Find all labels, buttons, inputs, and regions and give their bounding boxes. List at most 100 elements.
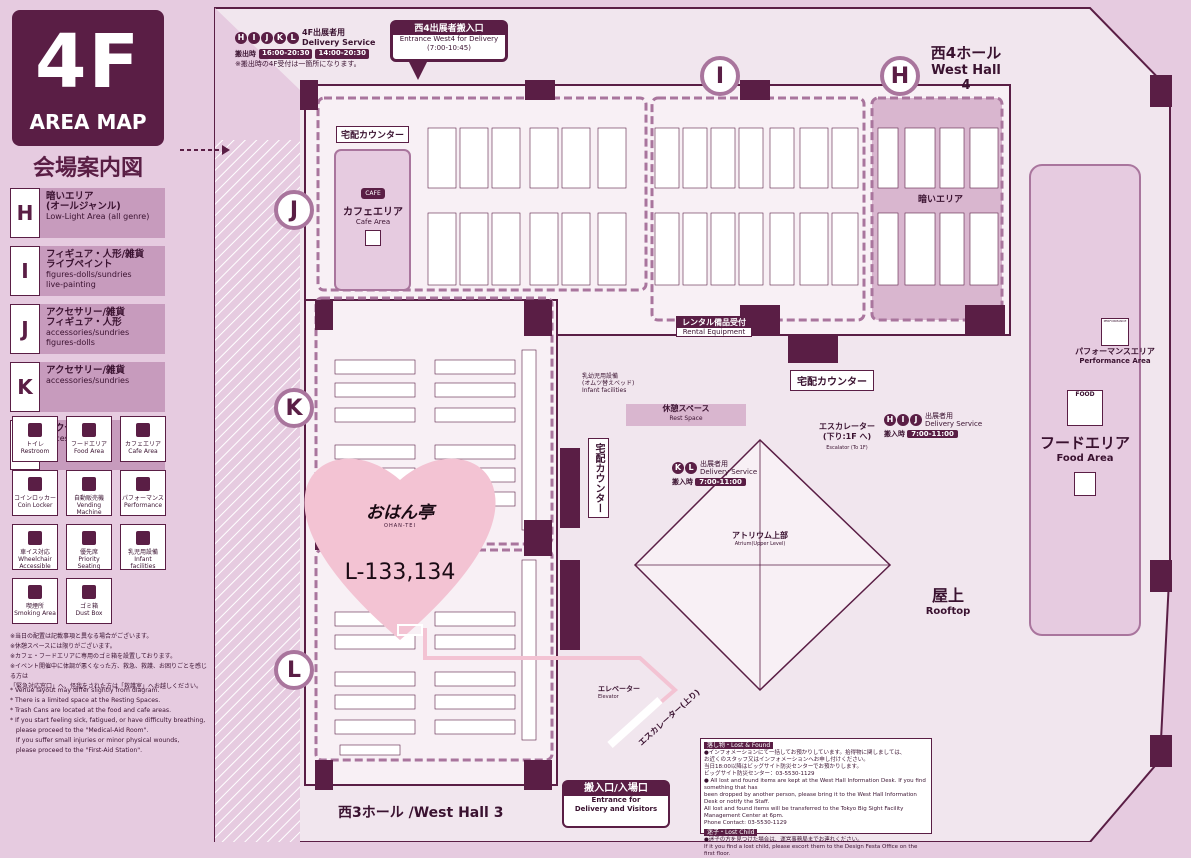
- icon-legend-en: Priority Seating: [77, 556, 101, 570]
- booth-logo[interactable]: おはん亭 OHAN-TEI: [345, 498, 455, 529]
- infant-en: Infant facilities: [582, 387, 627, 394]
- letter-chip: K: [672, 462, 684, 474]
- food-en: Food Area: [1056, 453, 1114, 464]
- booth-sub: OHAN-TEI: [384, 523, 416, 529]
- main-entrance-en2: Delivery and Visitors: [574, 805, 658, 813]
- elevator-label: エレベーター Elevator: [598, 684, 640, 700]
- takuhai-counter-top: 宅配カウンター: [336, 126, 410, 143]
- priority-seating-icon: [82, 531, 96, 545]
- area-map-title: AREA MAP: [29, 110, 147, 134]
- booth-highlight-heart: [304, 458, 496, 640]
- legend-text: 暗いエリア (オールジャンル)Low-Light Area (all genre…: [46, 192, 164, 222]
- icon-legend-jp: パフォーマンス: [122, 495, 164, 502]
- lost-found-line: ビッグサイト防災センター：03-5530-1129: [704, 771, 815, 777]
- icon-legend-jp: ゴミ箱: [79, 603, 98, 610]
- note-jp-line: ※カフェ・フードエリアに専用のゴミ箱を設置しております。: [10, 653, 177, 660]
- letter-chip: H: [884, 414, 896, 426]
- icon-legend-en: Coin Locker: [17, 502, 53, 509]
- delivery-kl-label: 出展者用: [700, 460, 728, 468]
- elevator-jp: エレベーター: [598, 685, 640, 693]
- icon-legend-en: Smoking Area: [14, 610, 56, 617]
- legend-jp: アクセサリー/雑貨 フィギュア・人形: [46, 307, 125, 328]
- lost-found-box: 落し物・Lost & Found ●インフォメーションにて一括してお預かりしてい…: [700, 738, 932, 857]
- delivery-kl-en: Delivery Service: [700, 468, 758, 476]
- icon-legend-en: Restroom: [20, 448, 50, 455]
- dark-area-label: 暗いエリア: [918, 195, 964, 205]
- area-marker-k[interactable]: K: [274, 388, 314, 428]
- note-en-line: please proceed to the "Medical-Aid Room"…: [10, 727, 149, 734]
- takuhai-counter-vertical: 宅配カウンター: [588, 438, 609, 518]
- delivery-hij-label: 出展者用: [925, 412, 953, 420]
- cafe-area-box: [334, 149, 411, 291]
- delivery-top-note: ※搬出時の4F受付は一箇所になります。: [235, 60, 361, 68]
- cafe-area-icon: [136, 423, 150, 437]
- hall-west4-jp: 西4ホール: [930, 44, 1002, 62]
- escalator-down-en: Escalator (To 1F): [826, 445, 868, 451]
- main-entrance-jp: 搬入口/入場口: [564, 782, 668, 796]
- icon-legend-en: Vending Machine: [76, 502, 102, 516]
- lost-found-line: お近くのスタッフ又はインフォメーションへお申し付けください。: [704, 757, 869, 763]
- floor-title-box: 4F AREA MAP: [12, 10, 164, 146]
- icon-legend-jp: フードエリア: [70, 441, 107, 448]
- lost-found-line: ●インフォメーションにて一括してお預かりしています。拾得物に関しましては、: [704, 750, 906, 756]
- vending-machine-icon: [82, 477, 96, 491]
- lost-found-head: 落し物・Lost & Found: [704, 742, 774, 749]
- note-en-line: * Venue layout may differ slightly from …: [10, 687, 160, 694]
- area-marker-j[interactable]: J: [274, 190, 314, 230]
- area-marker-h[interactable]: H: [880, 56, 920, 96]
- area-marker-l[interactable]: L: [274, 650, 314, 690]
- performance-jp: パフォーマンスエリア: [1075, 347, 1155, 356]
- entrance-west4-en: Entrance West4 for Delivery: [399, 35, 499, 43]
- cafe-jp: カフェエリア: [343, 207, 403, 218]
- legend-jp: アクセサリー/雑貨: [46, 365, 125, 376]
- letter-chip: J: [261, 32, 273, 44]
- icon-legend-en: Infant facilities: [130, 556, 156, 570]
- letter-chip: I: [897, 414, 909, 426]
- legend-letter: H: [10, 188, 40, 238]
- lost-found-line: been dropped by another person, please b…: [704, 792, 917, 805]
- performance-icon: PERFORMANCE: [1101, 318, 1129, 346]
- rooftop-jp: 屋上: [931, 586, 964, 605]
- dust-box-icon: [1074, 472, 1096, 496]
- icon-legend-jp: 優先席: [79, 549, 98, 556]
- atrium-label: アトリウム上部 Atrium(Upper Level): [720, 530, 800, 547]
- delivery-kl-time: 7:00-11:00: [695, 478, 746, 486]
- hatched-corridor: [215, 140, 300, 842]
- performance-icon: [136, 477, 150, 491]
- booth-grid-hall4: [427, 127, 999, 286]
- entrance-west4: 西4出展者搬入口 Entrance West4 for Delivery (7:…: [390, 20, 508, 62]
- infant-facilities: 乳幼児用設備 (オムツ替えベッド)Infant facilities: [582, 366, 642, 394]
- delivery-top-label: 搬出時: [235, 50, 256, 58]
- area-marker-i[interactable]: I: [700, 56, 740, 96]
- coin-locker-icon: [28, 477, 42, 491]
- delivery-top-time2: 14:00-20:30: [315, 49, 369, 59]
- legend-letter: J: [10, 304, 40, 354]
- rental-en: Rental Equipment: [682, 328, 746, 336]
- icon-legend-en: Cafe Area: [128, 448, 158, 455]
- rest-space: 休憩スペース Rest Space: [626, 404, 746, 426]
- dust-box-icon: [82, 585, 96, 599]
- letter-chip: J: [910, 414, 922, 426]
- area-h-outline: [870, 96, 1004, 322]
- performance-area-label: PERFORMANCE パフォーマンスエリア Performance Area: [1060, 318, 1170, 365]
- notes-english: * Venue layout may differ slightly from …: [10, 686, 210, 756]
- legend-letter: K: [10, 362, 40, 412]
- note-en-line: please proceed to the "First-Aid Station…: [10, 747, 143, 754]
- delivery-hij-en: Delivery Service: [925, 420, 983, 428]
- rental-equipment: レンタル備品受付 Rental Equipment: [676, 316, 752, 337]
- note-en-line: * There is a limited space at the Restin…: [10, 697, 161, 704]
- main-entrance-en1: Entrance for: [591, 796, 641, 804]
- delivery-top-title-en: Delivery Service: [302, 38, 376, 47]
- letter-chip: L: [287, 32, 299, 44]
- performance-badge: PERFORMANCE: [1103, 319, 1127, 323]
